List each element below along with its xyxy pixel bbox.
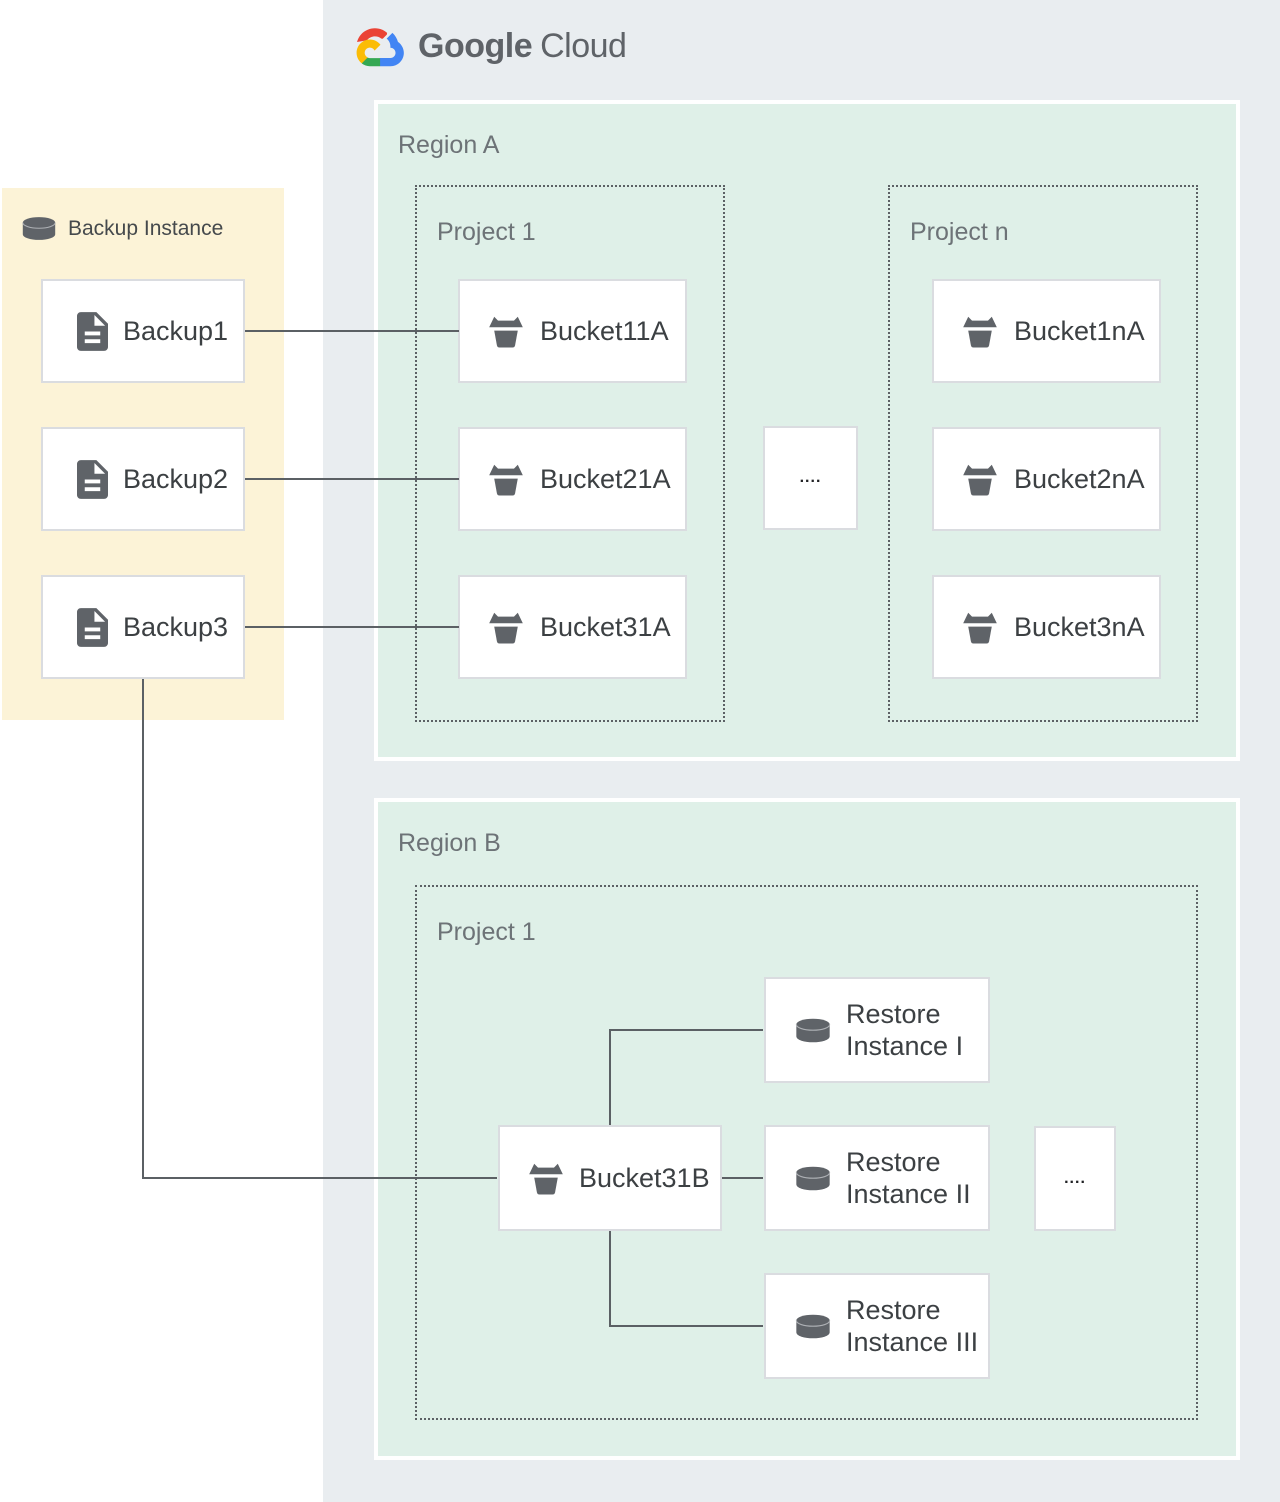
backup3-node: Backup3 [41, 575, 245, 679]
backup1-node: Backup1 [41, 279, 245, 383]
backup-panel-title: Backup Instance [68, 216, 224, 240]
backup-label: Backup2 [123, 463, 229, 494]
project-1-region-a: Project 1 Bucket11A Bucket21A Bucket31A [415, 185, 725, 722]
ellipsis-label: .... [1064, 1169, 1086, 1187]
region-a: Region A Project 1 Bucket11A Bucket21A B… [374, 100, 1240, 761]
bucket-icon [959, 609, 1001, 646]
backup-instance-panel: Backup Instance Backup1 Backup2 Backup3 [2, 188, 284, 720]
restore-label: Restore Instance III [846, 1295, 979, 1357]
bucket-icon [959, 461, 1001, 498]
bucket-icon [525, 1160, 567, 1197]
bucket-label: Bucket3nA [1014, 611, 1145, 642]
project-n-region-a: Project n Bucket1nA Bucket2nA Bucket3nA [888, 185, 1198, 722]
google-cloud-icon [356, 28, 404, 67]
database-icon [794, 1018, 832, 1043]
bucket-label: Bucket21A [540, 463, 671, 494]
bucket-label: Bucket31A [540, 611, 671, 642]
restore-label: Restore Instance I [846, 999, 964, 1061]
database-icon [794, 1166, 832, 1191]
bucket21a-node: Bucket21A [458, 427, 687, 531]
bucket-icon [959, 313, 1001, 350]
bucket11a-node: Bucket11A [458, 279, 687, 383]
more-projects-ellipsis: .... [763, 426, 858, 530]
bucket2na-node: Bucket2nA [932, 427, 1161, 531]
backup-panel-header: Backup Instance [21, 216, 223, 241]
bucket31b-node: Bucket31B [498, 1125, 722, 1231]
project-1-label: Project 1 [437, 218, 536, 246]
database-icon [794, 1314, 832, 1339]
backup-label: Backup1 [123, 315, 229, 346]
backup-file-icon [77, 608, 108, 647]
backup-file-icon [77, 312, 108, 351]
bucket-label: Bucket2nA [1014, 463, 1145, 494]
backup-label: Backup3 [123, 611, 229, 642]
restore-instance-3-node: Restore Instance III [764, 1273, 990, 1379]
project-1-label: Project 1 [437, 918, 536, 946]
bucket-icon [485, 461, 527, 498]
bucket31a-node: Bucket31A [458, 575, 687, 679]
backup2-node: Backup2 [41, 427, 245, 531]
logo-word-cloud: Cloud [540, 27, 627, 65]
region-b: Region B Project 1 Bucket31B Restore Ins… [374, 798, 1240, 1460]
region-a-label: Region A [398, 131, 500, 159]
more-restores-ellipsis: .... [1034, 1126, 1116, 1231]
database-icon [21, 216, 57, 241]
restore-instance-2-node: Restore Instance II [764, 1125, 990, 1231]
bucket3na-node: Bucket3nA [932, 575, 1161, 679]
bucket-label: Bucket1nA [1014, 315, 1145, 346]
ellipsis-label: .... [799, 469, 822, 486]
backup-file-icon [77, 460, 108, 499]
project-1-region-b: Project 1 Bucket31B Restore Instance I R… [415, 885, 1198, 1420]
region-b-label: Region B [398, 829, 501, 857]
restore-label: Restore Instance II [846, 1147, 971, 1209]
bucket-icon [485, 609, 527, 646]
bucket1na-node: Bucket1nA [932, 279, 1161, 383]
project-n-label: Project n [910, 218, 1009, 246]
bucket-label: Bucket11A [540, 315, 669, 346]
restore-instance-1-node: Restore Instance I [764, 977, 990, 1083]
logo-word-google: Google [418, 27, 533, 65]
bucket-label: Bucket31B [579, 1162, 710, 1193]
bucket-icon [485, 313, 527, 350]
